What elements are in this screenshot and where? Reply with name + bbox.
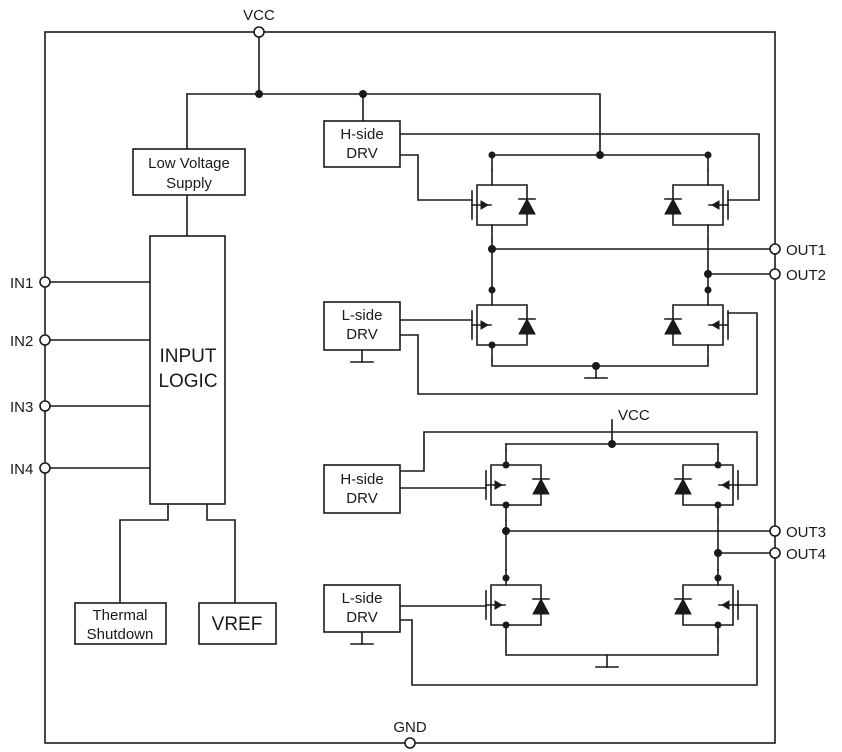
lside-drv-2-block [323, 584, 401, 633]
low-voltage-supply-label-1: Low Voltage [148, 155, 230, 172]
out4-label: OUT4 [786, 546, 826, 563]
in1-label: IN1 [10, 275, 33, 292]
in2-pin [39, 334, 51, 346]
input-logic-label-1: INPUT [160, 346, 217, 367]
lside-drv-2-label-2: DRV [346, 609, 377, 626]
hside-drv-2-block [323, 464, 401, 514]
vref-block [198, 602, 277, 645]
in3-pin [39, 400, 51, 412]
out2-pin [769, 268, 781, 280]
in1-pin [39, 276, 51, 288]
out3-label: OUT3 [786, 524, 826, 541]
in3-label: IN3 [10, 399, 33, 416]
hside-drv-2-label-1: H-side [340, 471, 383, 488]
thermal-shutdown-block [74, 602, 167, 645]
in4-label: IN4 [10, 461, 33, 478]
thermal-shutdown-label-2: Shutdown [87, 626, 154, 643]
vcc-pin [253, 26, 265, 38]
out1-pin [769, 243, 781, 255]
hside-drv-1-label-2: DRV [346, 145, 377, 162]
in4-pin [39, 462, 51, 474]
lside-drv-1-block [323, 301, 401, 351]
lside-drv-2-label-1: L-side [342, 590, 383, 607]
lside-drv-1-label-1: L-side [342, 307, 383, 324]
out3-pin [769, 525, 781, 537]
thermal-shutdown-label-1: Thermal [92, 607, 147, 624]
gnd-label: GND [393, 719, 427, 736]
hside-drv-1-block [323, 120, 401, 168]
vcc-label: VCC [243, 7, 275, 24]
out2-label: OUT2 [786, 267, 826, 284]
out4-pin [769, 547, 781, 559]
lside-drv-1-label-2: DRV [346, 326, 377, 343]
in2-label: IN2 [10, 333, 33, 350]
vcc2-label: VCC [618, 407, 650, 424]
input-logic-label-2: LOGIC [158, 371, 217, 392]
input-logic-block [149, 235, 226, 505]
low-voltage-supply-block [132, 148, 246, 196]
hside-drv-2-label-2: DRV [346, 490, 377, 507]
low-voltage-supply-label-2: Supply [166, 175, 212, 192]
vref-label: VREF [212, 614, 263, 635]
out1-label: OUT1 [786, 242, 826, 259]
gnd-pin [404, 737, 416, 749]
hside-drv-1-label-1: H-side [340, 126, 383, 143]
